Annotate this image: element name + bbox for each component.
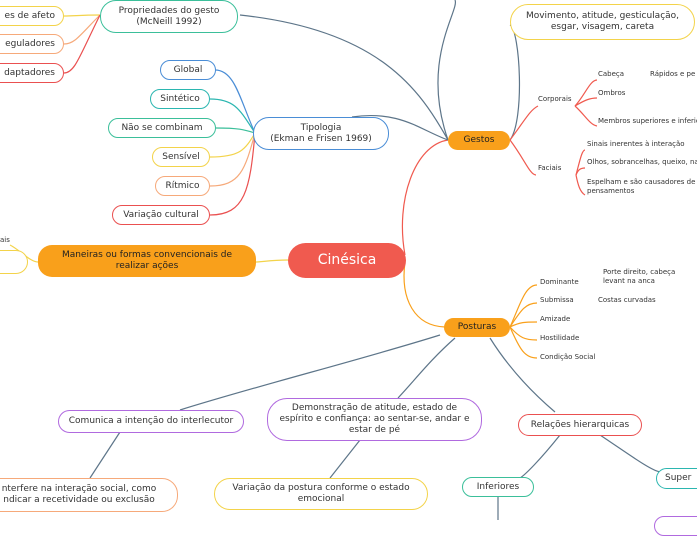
label-hostilidade: Hostilidade (540, 334, 580, 342)
node-interfere[interactable]: nterfere na interação social, como ndica… (0, 478, 178, 512)
label-porte: Porte direito, cabeça levant na anca (603, 268, 676, 285)
node-tipologia[interactable]: Tipologia (Ekman e Frisen 1969) (253, 117, 389, 150)
node-demonstracao[interactable]: Demonstração de atitude, estado de espír… (267, 398, 482, 441)
label-dominante: Dominante (540, 278, 579, 286)
node-propriedades-gesto[interactable]: Propriedades do gesto (McNeill 1992) (100, 0, 238, 33)
node-afeto[interactable]: es de afeto (0, 6, 64, 26)
label-rapidos: Rápidos e pe (650, 70, 696, 78)
node-variacao-postura[interactable]: Variação da postura conforme o estado em… (214, 478, 428, 510)
node-inferiores[interactable]: Inferiores (462, 477, 534, 497)
node-left-cut[interactable] (0, 250, 28, 274)
node-maneiras[interactable]: Maneiras ou formas convencionais de real… (38, 245, 256, 277)
label-costas: Costas curvadas (598, 296, 656, 304)
node-adaptadores[interactable]: daptadores (0, 63, 64, 83)
node-relacoes[interactable]: Relações hierarquicas (518, 414, 642, 436)
label-ombros: Ombros (598, 89, 626, 97)
tipologia-item-ritmico[interactable]: Rítmico (155, 176, 210, 196)
tipologia-item-global[interactable]: Global (160, 60, 216, 80)
connector-lines (9, 0, 661, 520)
label-ais: ais (0, 236, 10, 244)
tipologia-item-variacao-cultural[interactable]: Variação cultural (112, 205, 210, 225)
label-submissa: Submissa (540, 296, 574, 304)
label-espelham: Espelham e são causadores de pensamentos (587, 178, 696, 195)
node-superiores[interactable]: Super (656, 468, 697, 489)
tipologia-item-nao-combinam[interactable]: Não se combinam (108, 118, 216, 138)
central-topic[interactable]: Cinésica (288, 243, 406, 278)
tipologia-item-sensivel[interactable]: Sensível (152, 147, 210, 167)
node-posturas[interactable]: Posturas (444, 318, 510, 337)
label-membros: Membros superiores e inferio (598, 117, 697, 125)
label-amizade: Amizade (540, 315, 571, 323)
node-reguladores[interactable]: eguladores (0, 34, 64, 54)
label-sinais: Sinais inerentes à interação (587, 140, 685, 148)
label-condicao: Condição Social (540, 353, 596, 361)
node-comunica[interactable]: Comunica a intenção do interlecutor (58, 410, 244, 433)
node-movimento[interactable]: Movimento, atitude, gesticulação, esgar,… (510, 4, 695, 40)
node-bottom-right-cut[interactable] (654, 516, 697, 536)
node-gestos[interactable]: Gestos (448, 131, 510, 150)
tipologia-item-sintetico[interactable]: Sintético (150, 89, 210, 109)
label-corporais: Corporais (538, 95, 572, 103)
label-faciais: Faciais (538, 164, 562, 172)
label-cabeca: Cabeça (598, 70, 625, 78)
label-olhos: Olhos, sobrancelhas, queixo, na (587, 158, 697, 166)
